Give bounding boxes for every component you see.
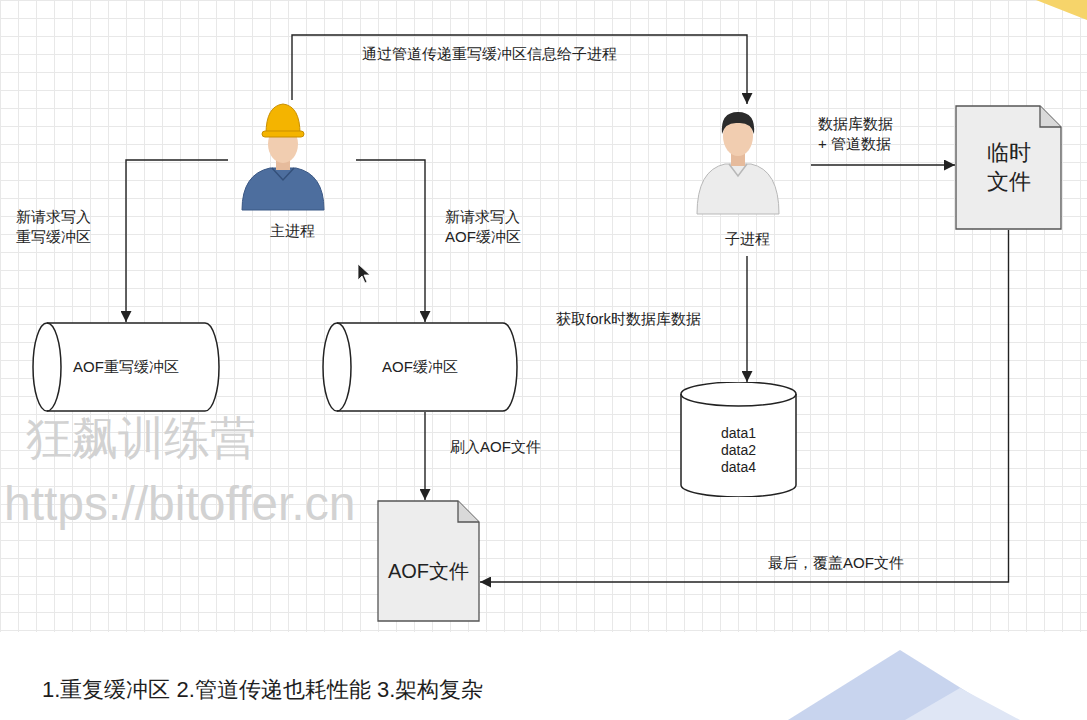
- grid-background: [0, 0, 1087, 632]
- edge-label: 新请求写入 AOF缓冲区: [445, 207, 535, 246]
- node-text: data1 data2 data4: [716, 425, 761, 475]
- connector: [811, 164, 955, 165]
- node-text: AOF文件: [388, 559, 469, 584]
- process-actor: 子进程: [683, 104, 811, 256]
- corner-accent: [1036, 0, 1087, 20]
- mouse-cursor: [358, 264, 370, 283]
- worker-figure: [228, 100, 338, 212]
- buffer-cylinder: AOF缓冲区: [322, 322, 518, 412]
- aof-file: AOF文件: [377, 500, 480, 622]
- person-figure: [683, 104, 793, 216]
- connector: [292, 35, 747, 104]
- node-text: AOF重写缓冲区: [73, 358, 179, 377]
- buffer-cylinder: AOF重写缓冲区: [32, 322, 220, 412]
- watermark-text: https://bitoffer.cn: [4, 476, 355, 531]
- node-text: 临时文件: [985, 139, 1031, 196]
- node-text: 子进程: [683, 230, 811, 249]
- edge-label: 刷入AOF文件: [450, 437, 541, 457]
- connector: [424, 412, 425, 500]
- edge-label: 新请求写入 重写缓冲区: [16, 207, 106, 246]
- connector: [126, 160, 228, 322]
- edge-label: 数据库数据 + 管道数据: [818, 114, 902, 153]
- doc-outline: [955, 105, 1062, 230]
- watermark-text: 狂飙训练营: [26, 412, 256, 465]
- caption: 1.重复缓冲区 2.管道传递也耗性能 3.架构复杂: [42, 676, 483, 705]
- edge-label: 获取fork时数据库数据: [556, 309, 701, 329]
- node-text: AOF缓冲区: [382, 358, 458, 377]
- corner-triangle: [905, 688, 1020, 720]
- process-actor: 主进程: [228, 100, 356, 250]
- connector: [746, 256, 747, 382]
- database-cylinder: data1 data2 data4: [680, 382, 797, 497]
- node-text: 主进程: [228, 222, 356, 241]
- edge-label: 最后，覆盖AOF文件: [768, 553, 904, 573]
- connector: [356, 160, 425, 322]
- temp-file: 临时文件: [955, 105, 1062, 230]
- connector: [480, 230, 1009, 582]
- edge-label: 通过管道传递重写缓冲区信息给子进程: [362, 44, 617, 64]
